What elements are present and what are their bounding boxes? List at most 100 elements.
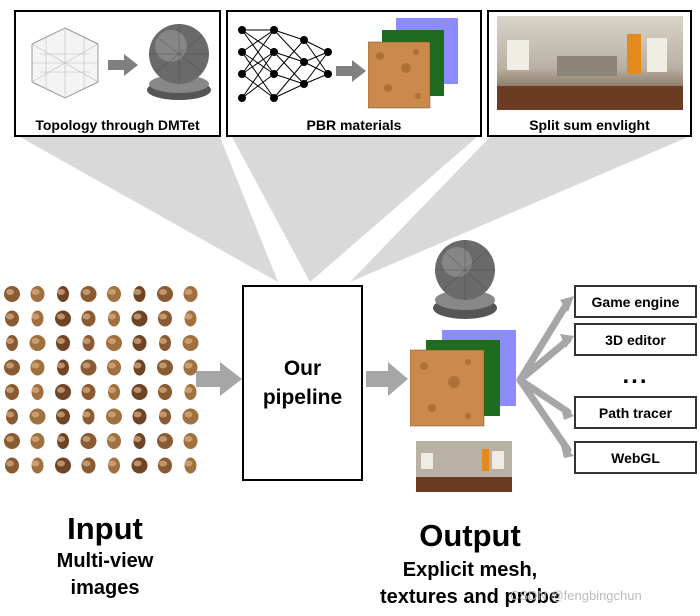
view-thumbnail (6, 335, 18, 351)
view-thumbnail (107, 433, 121, 449)
input-title: Input (67, 511, 143, 546)
view-thumbnail (158, 384, 172, 400)
view-thumbnail (80, 359, 97, 376)
arrow-icon (336, 60, 366, 82)
environment-map-image (497, 16, 683, 110)
neural-network-icon (238, 26, 332, 102)
pipeline-line1: Our (283, 357, 322, 380)
material-maps-icon (368, 18, 458, 109)
view-thumbnail (157, 359, 173, 376)
view-thumbnail (158, 457, 172, 474)
path-tracer-box: Path tracer (574, 396, 697, 429)
output-line2: textures and probe (379, 586, 561, 608)
view-thumbnail (81, 310, 96, 327)
view-thumbnail (82, 408, 95, 425)
output-subtitle: Explicit mesh, textures and probe (350, 557, 590, 611)
view-thumbnail (157, 433, 173, 449)
view-thumbnail (81, 457, 96, 474)
topology-label: Topology through DMTet (35, 117, 200, 133)
view-thumbnail (183, 433, 198, 449)
view-thumbnail (131, 310, 148, 327)
watermark: CSDN @fengbingchun (510, 588, 642, 603)
view-thumbnail (5, 457, 19, 474)
view-thumbnail (182, 335, 199, 351)
input-subtitle: Multi-view images (10, 548, 200, 602)
view-thumbnail (57, 286, 69, 302)
view-thumbnail (132, 335, 147, 351)
view-thumbnail (31, 384, 44, 400)
view-thumbnail (5, 384, 19, 400)
output-env-probe (416, 441, 512, 492)
view-thumbnail (57, 359, 69, 376)
view-thumbnail (82, 335, 95, 351)
pipeline-line2: pipeline (262, 386, 343, 409)
pipeline-box: Our pipeline (242, 285, 363, 481)
envlight-label: Split sum envlight (529, 117, 650, 133)
ellipsis: ... (622, 362, 649, 389)
pbr-label: PBR materials (306, 117, 402, 133)
arrow-to-output (366, 362, 408, 396)
view-thumbnail (183, 286, 198, 302)
cone-envlight (350, 137, 688, 282)
topology-panel: Topology through DMTet (14, 10, 221, 137)
view-thumbnail (108, 457, 120, 474)
view-thumbnail (158, 310, 172, 327)
view-thumbnail (55, 310, 71, 327)
game-engine-box: Game engine (574, 285, 697, 318)
view-thumbnail (182, 408, 199, 425)
webgl-box: WebGL (574, 441, 697, 474)
view-thumbnail (55, 457, 71, 474)
view-thumbnail (184, 457, 197, 474)
view-thumbnail (31, 310, 44, 327)
view-thumbnail (106, 408, 122, 425)
view-thumbnail (183, 359, 198, 376)
view-thumbnail (107, 359, 121, 376)
pbr-panel: PBR materials (226, 10, 482, 137)
view-thumbnail (80, 433, 97, 449)
view-thumbnail (56, 408, 70, 425)
view-thumbnail (4, 286, 20, 302)
cone-topology (20, 137, 278, 282)
view-thumbnail (30, 286, 45, 302)
view-thumbnail (159, 408, 171, 425)
view-thumbnail (108, 384, 120, 400)
envlight-panel: Split sum envlight (487, 10, 692, 137)
view-thumbnail (4, 433, 20, 449)
view-thumbnail (29, 408, 46, 425)
view-thumbnail (107, 286, 121, 302)
3d-editor-box: 3D editor (574, 323, 697, 356)
view-thumbnail (55, 384, 71, 400)
sphere-mesh-icon (147, 24, 211, 100)
arrow-icon (108, 54, 138, 76)
view-thumbnail (4, 359, 20, 376)
view-thumbnail (29, 335, 46, 351)
view-thumbnail (132, 408, 147, 425)
view-thumbnail (56, 335, 70, 351)
view-thumbnail (81, 384, 96, 400)
grid-cube-icon (31, 27, 99, 99)
view-thumbnail (184, 384, 197, 400)
view-thumbnail (5, 310, 19, 327)
view-thumbnail (30, 433, 45, 449)
view-thumbnail (57, 433, 69, 449)
view-thumbnail (31, 457, 44, 474)
fan-arrows (516, 296, 574, 458)
view-thumbnail (184, 310, 197, 327)
output-material-maps (410, 330, 516, 427)
view-thumbnail (6, 408, 18, 425)
view-thumbnail (30, 359, 45, 376)
output-title: Output (419, 518, 521, 553)
view-thumbnail (106, 335, 122, 351)
view-thumbnail (157, 286, 173, 302)
view-thumbnail (133, 359, 146, 376)
input-line2: images (70, 577, 140, 599)
output-line1: Explicit mesh, (402, 559, 538, 581)
view-thumbnail (133, 286, 146, 302)
input-line1: Multi-view (56, 550, 154, 572)
view-thumbnail (159, 335, 171, 351)
arrow-to-pipeline (196, 362, 242, 396)
cone-pbr (232, 137, 477, 282)
output-mesh-icon (433, 240, 497, 319)
view-thumbnail (131, 457, 148, 474)
